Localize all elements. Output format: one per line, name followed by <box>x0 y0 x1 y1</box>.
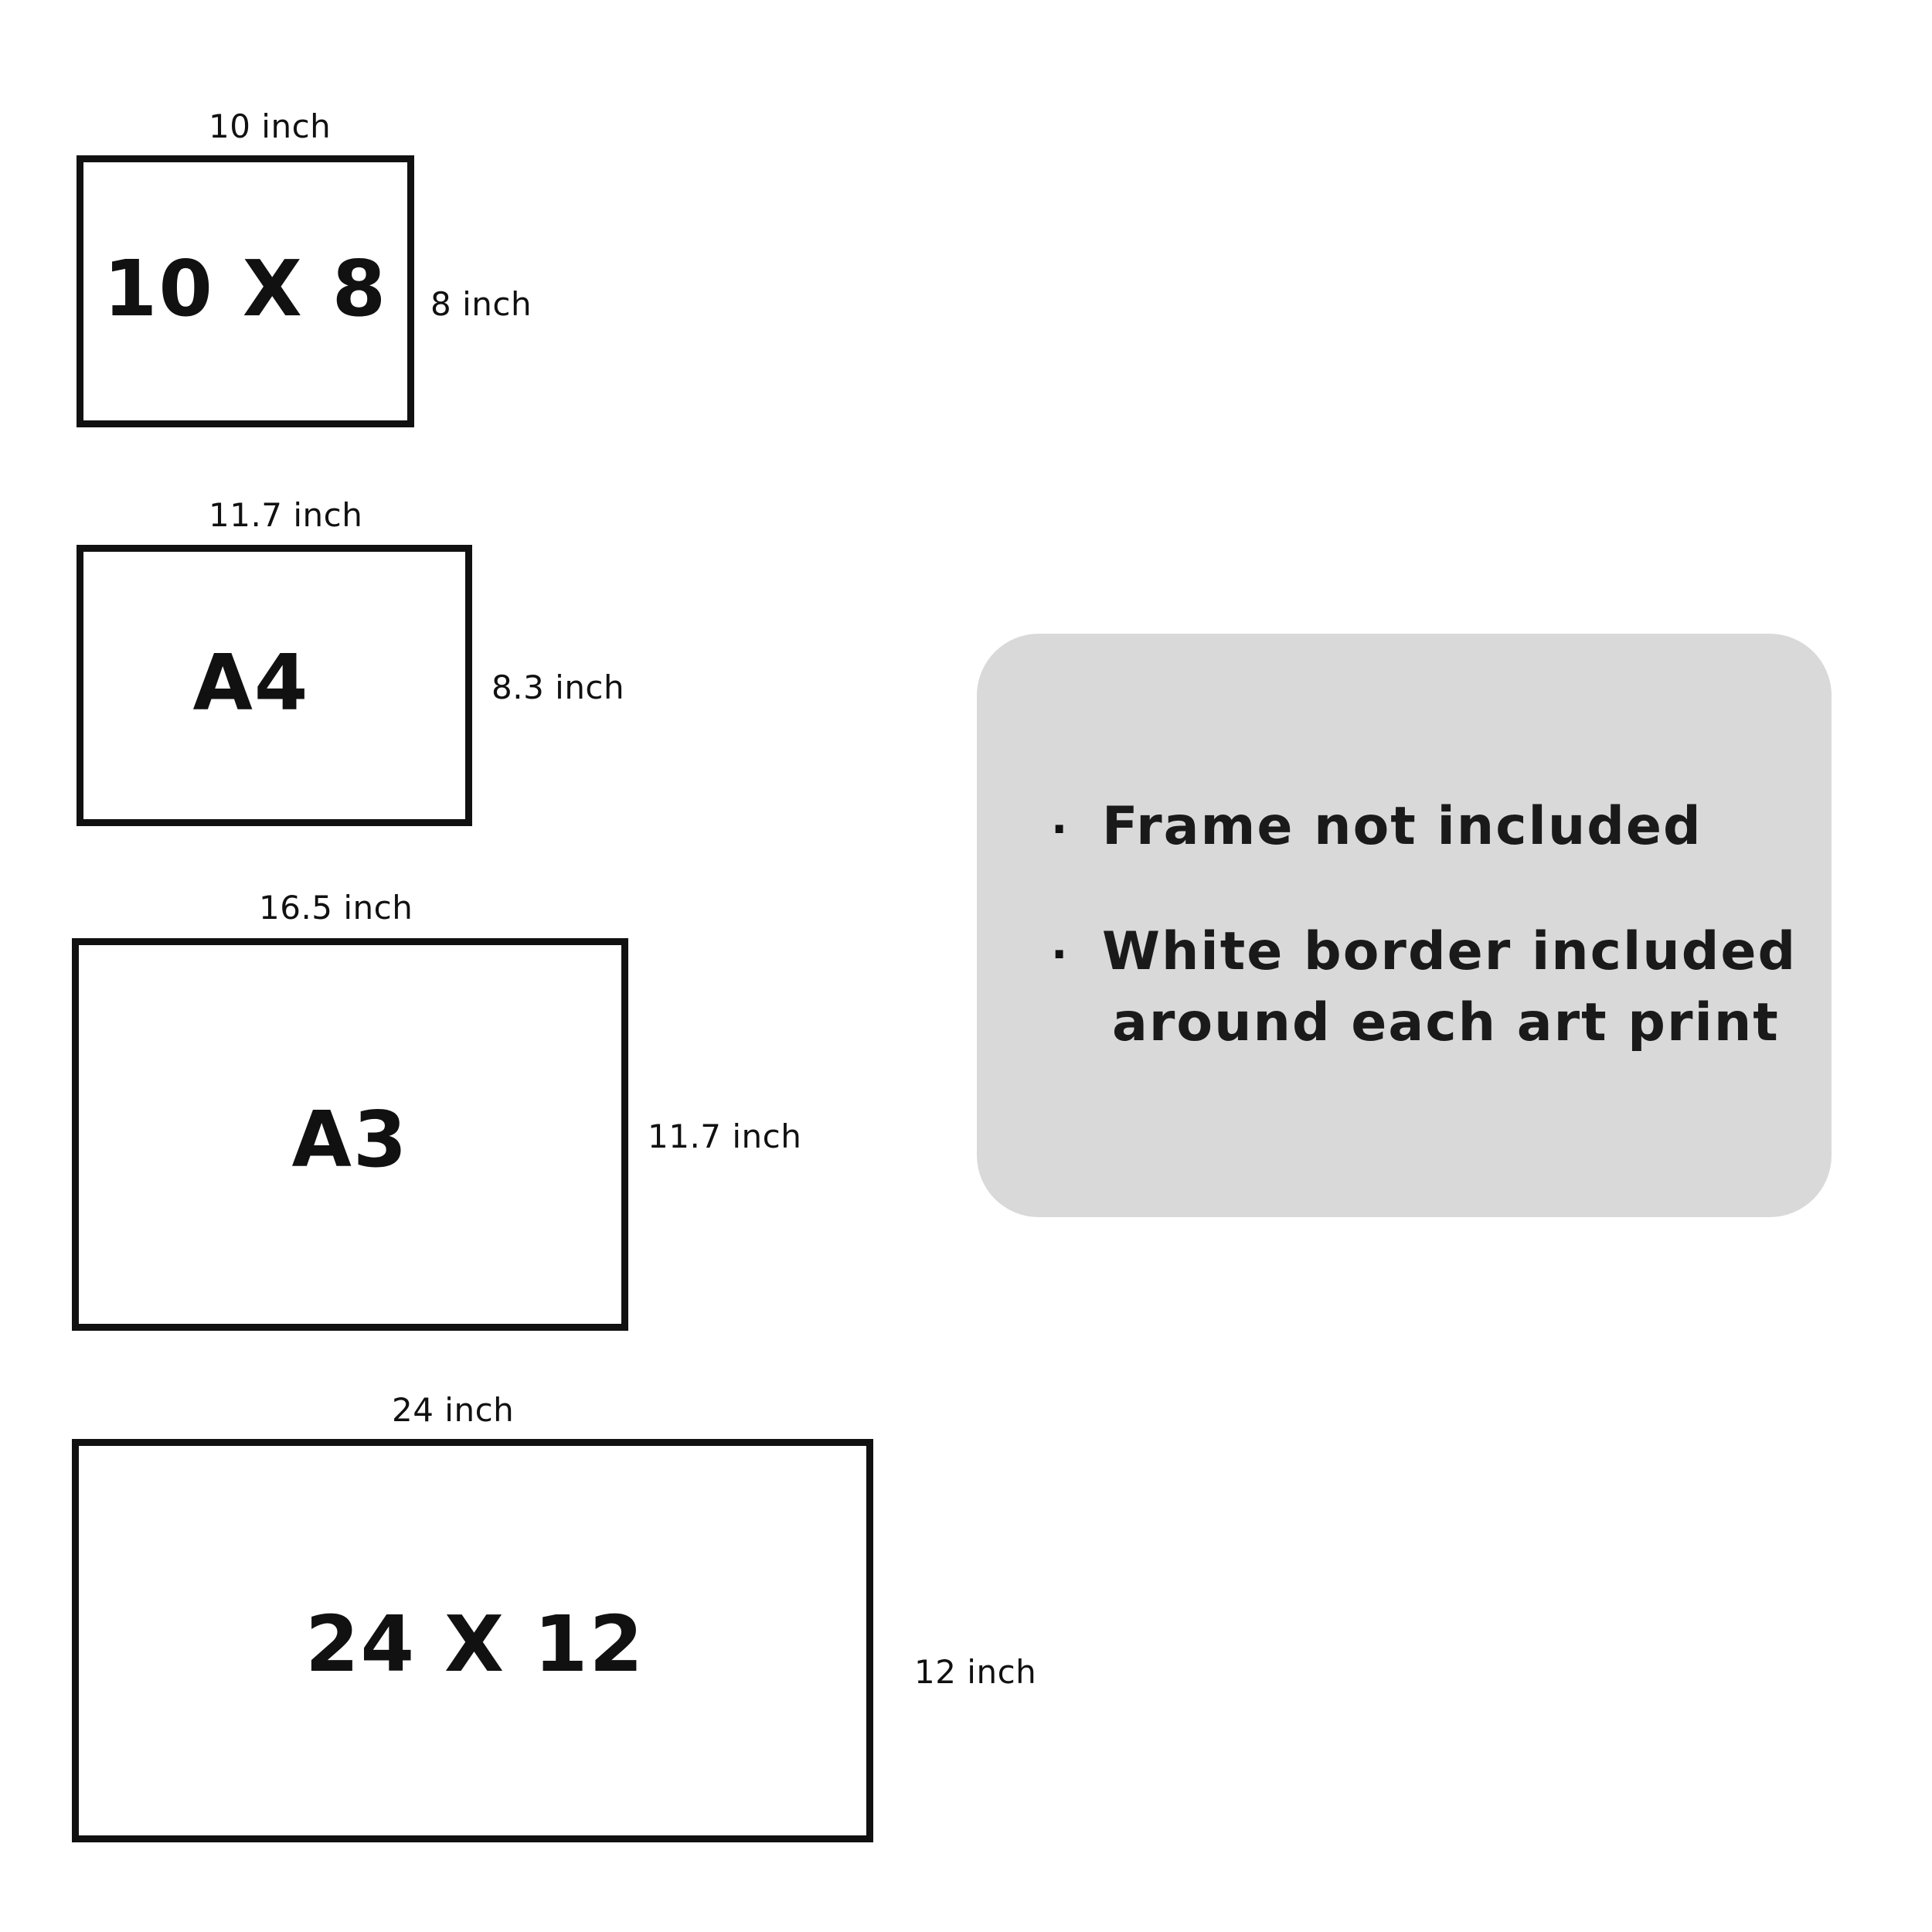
info-item-border-line2: around each art print <box>1112 992 1780 1053</box>
bullet-icon: · <box>1051 804 1068 855</box>
width-label-10x8: 10 inch <box>209 107 332 145</box>
print-size-box-a3: A3 <box>72 938 628 1331</box>
width-label-a4: 11.7 inch <box>209 496 363 534</box>
width-label-24x12: 24 inch <box>392 1391 515 1429</box>
height-label-a4: 8.3 inch <box>492 668 625 706</box>
print-size-box-a4: A4 <box>77 545 472 826</box>
info-item-frame: Frame not included <box>1102 796 1702 857</box>
bullet-icon: · <box>1051 930 1068 980</box>
info-item-border-line1: White border included <box>1102 921 1798 982</box>
print-size-box-10x8: 10 X 8 <box>77 155 414 427</box>
print-size-label-10x8: 10 X 8 <box>103 243 388 334</box>
info-card: · Frame not included · White border incl… <box>977 634 1832 1217</box>
print-size-label-24x12: 24 X 12 <box>304 1599 645 1689</box>
print-size-label-a3: A3 <box>291 1094 409 1185</box>
height-label-10x8: 8 inch <box>430 285 532 323</box>
width-label-a3: 16.5 inch <box>259 889 413 927</box>
print-size-label-a4: A4 <box>192 638 310 728</box>
height-label-a3: 11.7 inch <box>648 1117 802 1155</box>
height-label-24x12: 12 inch <box>914 1653 1037 1691</box>
print-size-box-24x12: 24 X 12 <box>72 1439 873 1842</box>
